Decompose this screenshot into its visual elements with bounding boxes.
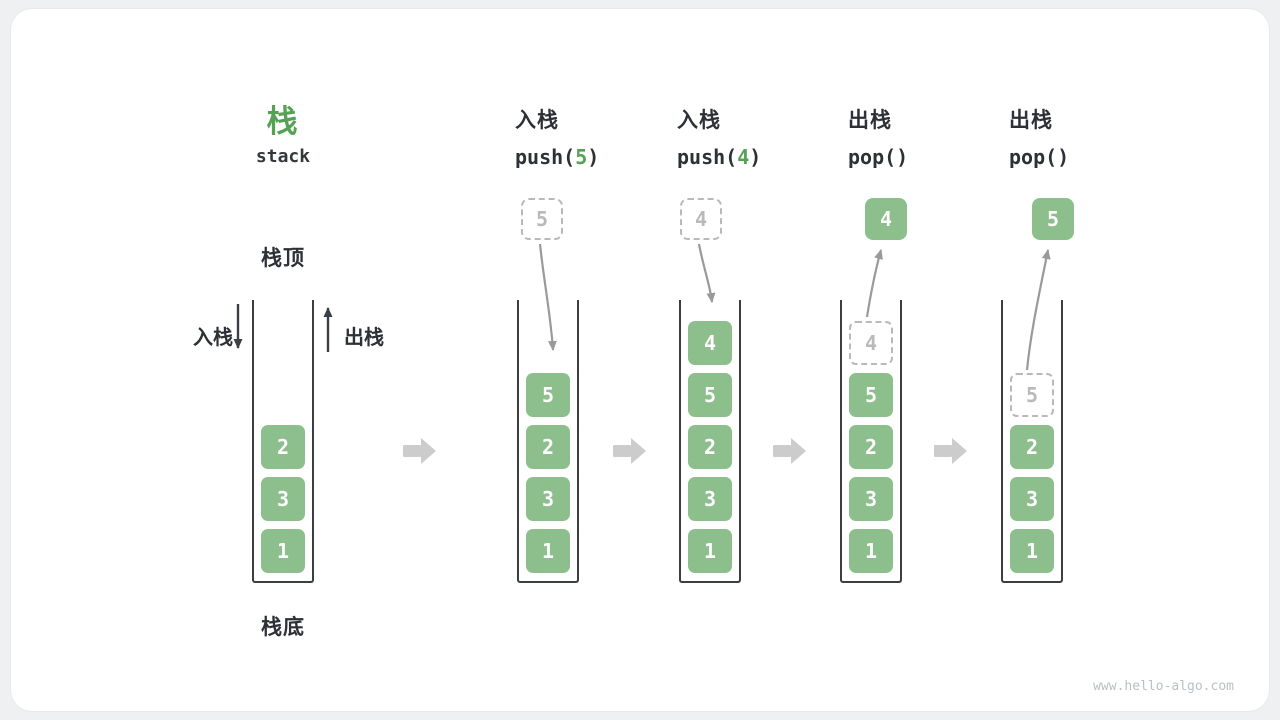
stack-element: 1 [849,529,893,573]
step-label: 入栈 push(5) [515,104,599,169]
watermark: www.hello-algo.com [1093,679,1234,694]
step-code: push(5) [515,145,600,169]
step-label: 出栈 pop() [1009,104,1069,169]
stack-element: 2 [261,425,305,469]
floating-element: 5 [1032,198,1074,240]
stack-element: 1 [688,529,732,573]
pop-label: 出栈 [344,327,384,349]
code-arg: 5 [575,145,588,169]
stack-element: 3 [688,477,732,521]
stack-element: 3 [849,477,893,521]
stack-element: 2 [1010,425,1054,469]
step-label: 入栈 push(4) [677,104,761,169]
step-name-label: 入栈 [515,109,559,132]
stack-element: 4 [688,321,732,365]
stack-element: 1 [1010,529,1054,573]
step-name-label: 出栈 [1009,109,1053,132]
stack-element: 2 [688,425,732,469]
stack-element: 1 [261,529,305,573]
diagram-card [10,8,1270,712]
stack-element: 3 [1010,477,1054,521]
floating-element-ghost: 4 [680,198,722,240]
stack-element: 2 [526,425,570,469]
transition-arrow-icon [773,438,807,464]
stack-element: 1 [526,529,570,573]
push-label: 入栈 [193,327,233,349]
diagram-subtitle: stack [255,146,311,167]
stack-element-ghost: 5 [1010,373,1054,417]
floating-element: 4 [865,198,907,240]
floating-element-ghost: 5 [521,198,563,240]
transition-arrow-icon [403,438,437,464]
diagram-title: 栈 [266,104,300,139]
step-code: pop() [1009,145,1070,169]
stack-element-ghost: 4 [849,321,893,365]
transition-arrow-icon [613,438,647,464]
step-code: pop() [848,145,909,169]
stack-element: 2 [849,425,893,469]
stack-element: 5 [688,373,732,417]
stack-top-label: 栈顶 [261,247,305,270]
step-code: push(4) [677,145,762,169]
stack-element: 3 [261,477,305,521]
step-name-label: 出栈 [848,109,892,132]
transition-arrow-icon [934,438,968,464]
code-arg: 4 [737,145,750,169]
stack-element: 5 [526,373,570,417]
stack-element: 5 [849,373,893,417]
step-name-label: 入栈 [677,109,721,132]
stack-element: 3 [526,477,570,521]
step-label: 出栈 pop() [848,104,908,169]
stack-bottom-label: 栈底 [261,616,305,639]
